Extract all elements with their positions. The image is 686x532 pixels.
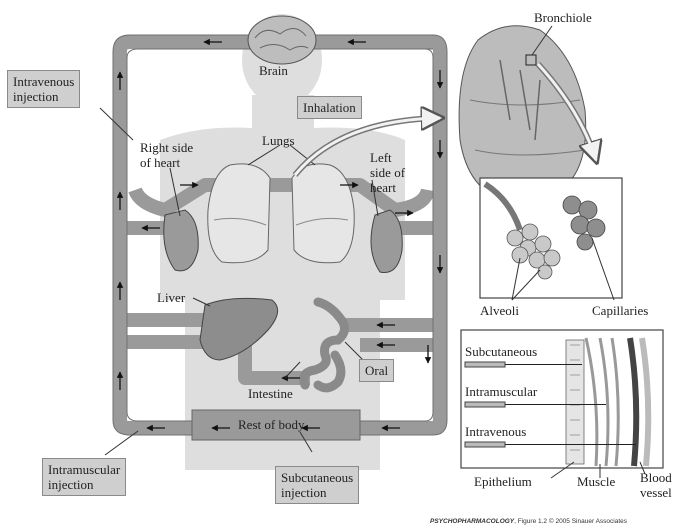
left-heart-illustration xyxy=(371,210,402,273)
magnified-lung xyxy=(459,26,586,200)
intestine-label: Intestine xyxy=(248,386,293,401)
credit-rest: © 2005 Sinauer Associates xyxy=(547,518,627,525)
lungs-label: Lungs xyxy=(262,133,295,148)
intramuscular-injection-label: Intramuscular injection xyxy=(42,458,126,496)
figure-credit: PSYCHOPHARMACOLOGY, Figure 1.2 © 2005 Si… xyxy=(430,518,627,525)
intravenous-injection-label: Intravenous injection xyxy=(7,70,80,108)
credit-figure: , Figure 1.2 xyxy=(514,518,547,525)
credit-title: PSYCHOPHARMACOLOGY xyxy=(430,518,514,525)
rest-of-body-label: Rest of body xyxy=(238,417,304,432)
alveoli-label: Alveoli xyxy=(480,303,519,318)
oral-label: Oral xyxy=(359,359,394,382)
capillaries-label: Capillaries xyxy=(592,303,648,318)
subcutaneous-label: Subcutaneous xyxy=(465,344,537,359)
blood-vessel-label: Blood vessel xyxy=(640,470,672,500)
subcutaneous-injection-label: Subcutaneous injection xyxy=(275,466,359,504)
muscle-label: Muscle xyxy=(577,474,615,489)
left-heart-label: Left side of heart xyxy=(370,150,405,195)
intramuscular-label: Intramuscular xyxy=(465,384,537,399)
bronchiole-label: Bronchiole xyxy=(534,10,592,25)
right-heart-label: Right side of heart xyxy=(140,140,193,170)
liver-label: Liver xyxy=(157,290,185,305)
brain-illustration xyxy=(248,16,316,64)
epithelium-label: Epithelium xyxy=(474,474,532,489)
alveoli-inset xyxy=(480,178,622,300)
inhalation-label: Inhalation xyxy=(297,96,362,119)
brain-label: Brain xyxy=(259,63,288,78)
intravenous-label: Intravenous xyxy=(465,424,526,439)
